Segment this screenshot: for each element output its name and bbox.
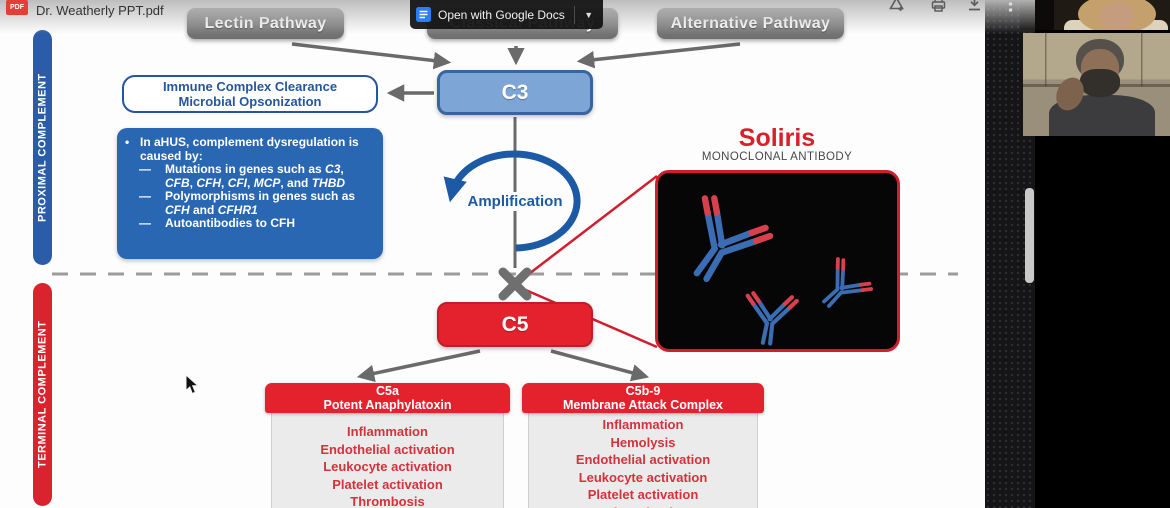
effect-item: Leukocyte activation [323,459,452,474]
alternative-pathway-header: Alternative Pathway [657,8,844,39]
c5a-subtitle: Potent Anaphylatoxin [323,398,452,412]
clearance-line1: Immune Complex Clearance [162,79,338,94]
participant-video-1[interactable] [1020,0,1170,30]
ahus-info-box: • In aHUS, complement dysregulation is c… [117,128,383,259]
clearance-line2: Microbial Opsonization [178,94,322,109]
c5a-header: C5a Potent Anaphylatoxin [265,383,510,413]
open-with-google-docs-button[interactable]: Open with Google Docs ▼ [410,0,603,29]
ahus-items: —Mutations in genes such as C3, CFB, CFH… [125,162,373,231]
document-title: Dr. Weatherly PPT.pdf [36,3,164,18]
proximal-complement-label: PROXIMAL COMPLEMENT [36,73,49,222]
effect-item: Thrombosis [350,494,425,508]
proximal-complement-bar: PROXIMAL COMPLEMENT [33,30,52,265]
participant-face [1100,2,1134,30]
effect-item: Leukocyte activation [578,469,708,485]
amplification-label: Amplification [460,192,570,211]
c5b9-header: C5b-9 Membrane Attack Complex [522,383,764,413]
c5-node: C5 [437,302,593,347]
soliris-title: Soliris [738,124,816,152]
soliris-antibody-image [655,170,900,352]
terminal-complement-label: TERMINAL COMPLEMENT [36,320,49,469]
video-background [1020,0,1054,30]
scrollbar-thumb[interactable] [1025,188,1034,283]
c5a-title: C5a [376,384,399,398]
add-to-drive-icon[interactable] [888,0,905,13]
effect-item: Platelet activation [332,476,443,492]
mouse-cursor [185,373,200,400]
effect-item: Inflammation [602,417,684,432]
c5b9-subtitle: Membrane Attack Complex [563,398,723,412]
amplification-loop [443,150,581,252]
c3-node: C3 [437,70,593,115]
ahus-list-item: —Mutations in genes such as C3, CFB, CFH… [139,162,346,190]
print-icon[interactable] [930,0,947,13]
effect-item: Endothelial activation [575,452,711,467]
soliris-subtitle: MONOCLONAL ANTIBODY [701,151,853,163]
lectin-pathway-header: Lectin Pathway [187,8,344,39]
pdf-file-icon: PDF [6,0,28,15]
effect-item: Platelet activation [587,487,699,502]
effect-item: Thrombosis [529,504,757,508]
pdf-page: PROXIMAL COMPLEMENT TERMINAL COMPLEMENT … [0,0,985,508]
inhibition-x-icon [498,267,532,301]
download-icon[interactable] [966,0,983,13]
google-docs-icon [416,7,431,22]
ahus-list-item: —Polymorphisms in genes such as CFH and … [139,189,356,217]
effect-item: Hemolysis [610,434,676,450]
chevron-down-icon[interactable]: ▼ [584,9,594,20]
more-options-icon[interactable] [1002,0,1019,12]
terminal-complement-bar: TERMINAL COMPLEMENT [33,283,52,506]
effect-item: Endothelial activation [320,441,455,457]
effect-item: Inflammation [347,424,428,439]
open-with-label: Open with Google Docs [438,7,565,22]
c5b9-title: C5b-9 [625,384,661,398]
antibody-y-icon [658,173,875,348]
participant-beard [1080,69,1120,97]
immune-clearance-box: Immune Complex Clearance Microbial Opson… [122,75,378,113]
participant-video-2[interactable] [1023,33,1170,136]
ahus-list-item: —Autoantibodies to CFH [139,216,295,230]
ahus-intro: • In aHUS, complement dysregulation is c… [125,135,359,163]
